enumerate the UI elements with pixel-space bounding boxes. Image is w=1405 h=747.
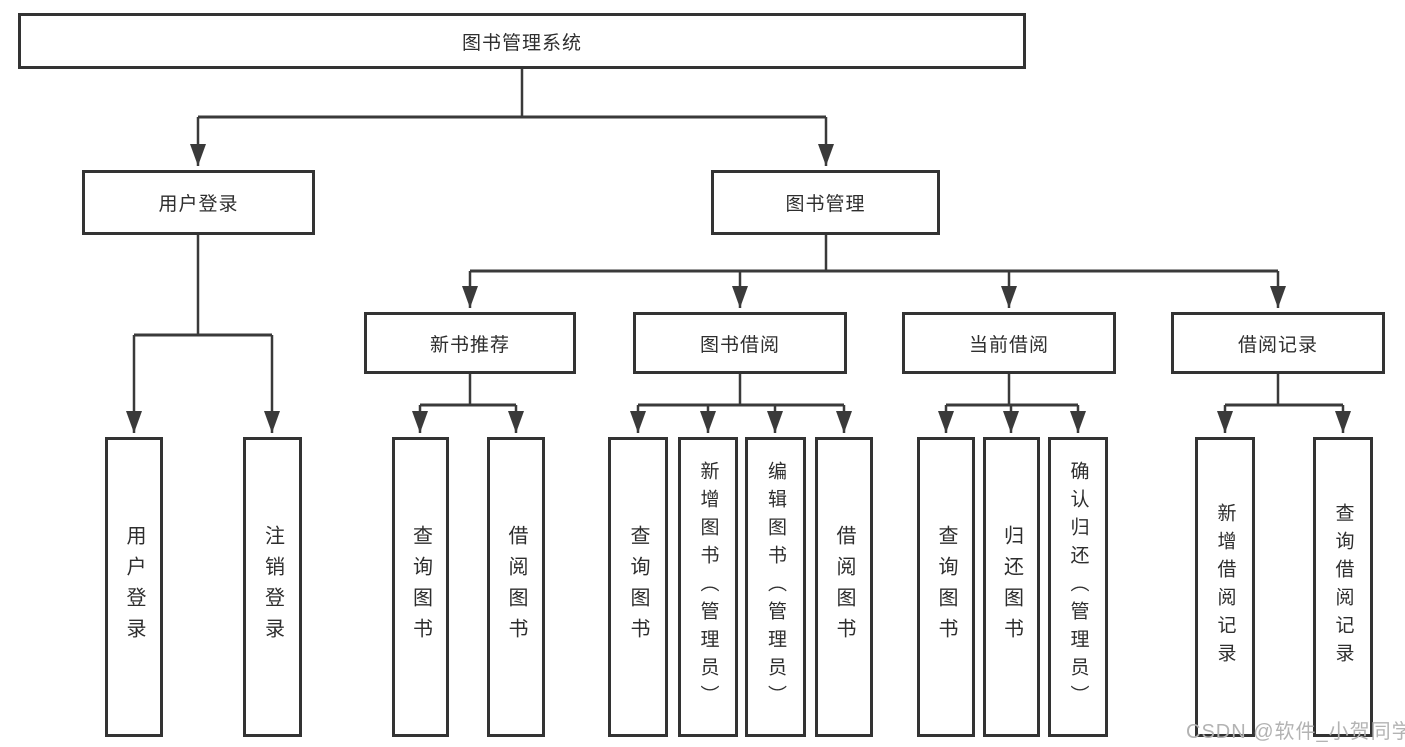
- csdn-watermark: CSDN @软件_小贺同学: [1186, 721, 1405, 743]
- node-book-management: 图书管理: [711, 170, 940, 235]
- node-new-book-recommend: 新书推荐: [364, 312, 576, 374]
- leaf-query-books-borrow: 查询图书: [608, 437, 668, 737]
- leaf-user-login: 用户登录: [105, 437, 163, 737]
- node-library-management-system: 图书管理系统: [18, 13, 1026, 69]
- leaf-query-borrow-record: 查询借阅记录: [1313, 437, 1373, 737]
- leaf-add-book-admin: 新增图书（管理员）: [678, 437, 738, 737]
- leaf-add-borrow-record: 新增借阅记录: [1195, 437, 1255, 737]
- leaf-confirm-return-admin: 确认归还（管理员）: [1048, 437, 1108, 737]
- leaf-logout: 注销登录: [243, 437, 302, 737]
- leaf-edit-book-admin: 编辑图书（管理员）: [745, 437, 806, 737]
- leaf-query-books-current: 查询图书: [917, 437, 975, 737]
- leaf-borrow-books-recommend: 借阅图书: [487, 437, 545, 737]
- node-current-borrow: 当前借阅: [902, 312, 1116, 374]
- leaf-borrow-books-borrow: 借阅图书: [815, 437, 873, 737]
- node-borrow-records: 借阅记录: [1171, 312, 1385, 374]
- node-book-borrow: 图书借阅: [633, 312, 847, 374]
- node-user-login: 用户登录: [82, 170, 315, 235]
- leaf-query-books-recommend: 查询图书: [392, 437, 449, 737]
- leaf-return-book: 归还图书: [983, 437, 1040, 737]
